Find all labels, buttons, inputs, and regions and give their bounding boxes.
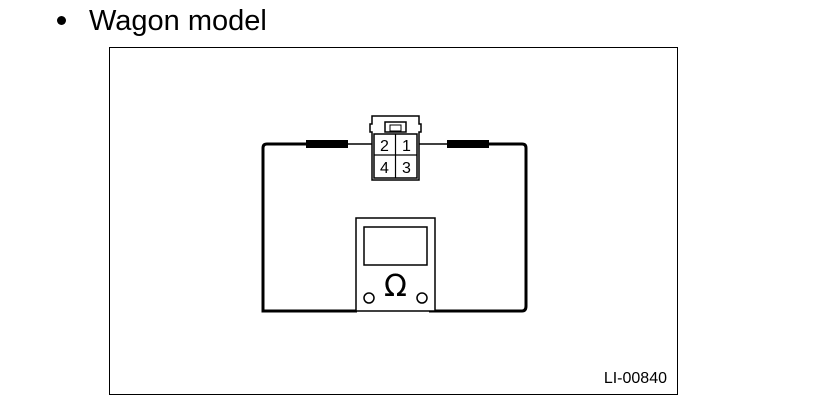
- connector: 2 1 4 3: [369, 115, 422, 181]
- pin-label-1: 1: [402, 138, 411, 155]
- pin-label-4: 4: [380, 160, 389, 177]
- section-title: Wagon model: [89, 5, 267, 37]
- right-wire: [429, 142, 528, 313]
- pin-label-2: 2: [380, 138, 389, 155]
- left-wire: [261, 142, 357, 313]
- bullet-icon: [57, 15, 66, 25]
- left-probe-insulator: [306, 140, 348, 148]
- ohmmeter-right-terminal: [416, 292, 428, 304]
- figure-frame: 2 1 4 3 Ω LI-00840: [109, 47, 678, 395]
- ohmmeter: Ω: [355, 217, 436, 312]
- circuit-diagram: 2 1 4 3 Ω: [261, 115, 528, 313]
- connector-latch-inner: [389, 124, 402, 132]
- right-probe-insulator: [447, 140, 489, 148]
- section-heading: Wagon model: [57, 3, 267, 39]
- ohm-icon: Ω: [384, 269, 407, 304]
- pin-label-3: 3: [402, 160, 411, 177]
- ohmmeter-display: [363, 226, 428, 266]
- ohmmeter-left-terminal: [363, 292, 375, 304]
- figure-code: LI-00840: [603, 370, 667, 387]
